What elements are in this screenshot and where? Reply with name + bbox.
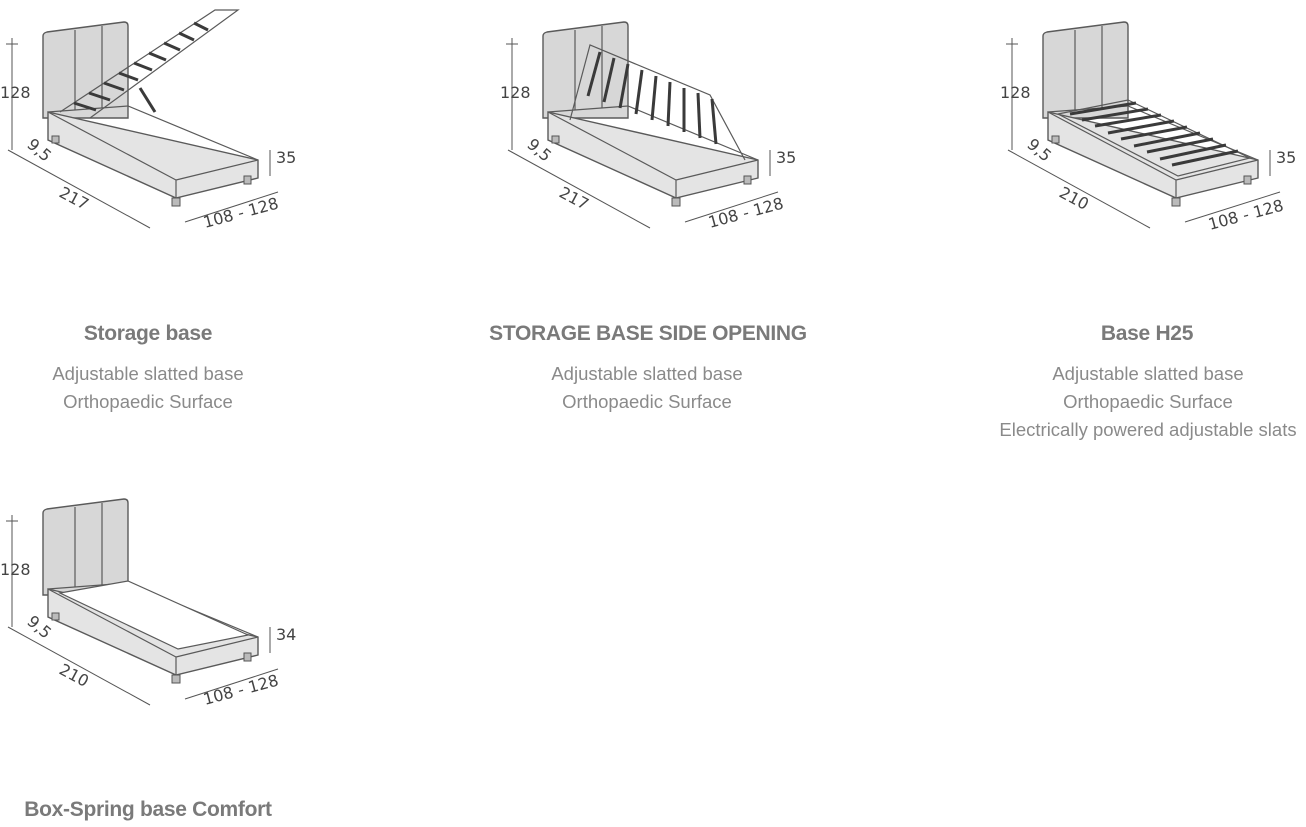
width-dimension: 108 - 128 (706, 194, 785, 232)
base-height-dimension: 35 (276, 148, 296, 167)
product-title: Storage base (83, 322, 213, 345)
product-title: Box-Spring base Comfort (24, 798, 272, 821)
height-dimension: 128 (500, 83, 531, 102)
width-dimension: 108 - 128 (201, 194, 280, 232)
base-height-dimension: 35 (776, 148, 796, 167)
feature-line: Orthopaedic Surface (63, 391, 233, 412)
product-title: STORAGE BASE SIDE OPENING (489, 322, 807, 345)
product-title: Base H25 (1100, 322, 1194, 345)
feature-line: Electrically powered adjustable slats (999, 419, 1297, 440)
width-dimension: 108 - 128 (201, 671, 280, 709)
bed-drawing: 128 9,5 217 35 108 - 128 (500, 0, 800, 240)
bed-drawing: 128 9,5 217 35 108 - 128 (0, 0, 300, 240)
base-height-dimension: 35 (1276, 148, 1296, 167)
bed-drawing: 128 9,5 210 34 108 - 128 (0, 477, 300, 717)
feature-line: Adjustable slatted base (52, 363, 244, 384)
width-dimension: 108 - 128 (1206, 196, 1285, 234)
height-dimension: 128 (0, 560, 31, 579)
length-dimension: 210 (1056, 183, 1092, 214)
length-dimension: 217 (556, 183, 592, 214)
length-dimension: 210 (56, 660, 92, 691)
feature-line: Adjustable slatted base (551, 363, 743, 384)
bed-drawing: 128 9,5 210 35 108 - 128 (1000, 0, 1300, 240)
feature-line: Adjustable slatted base (1052, 363, 1244, 384)
length-dimension: 217 (56, 183, 92, 214)
base-height-dimension: 34 (276, 625, 296, 644)
feature-line: Orthopaedic Surface (1063, 391, 1233, 412)
height-dimension: 128 (1000, 83, 1031, 102)
feature-line: Orthopaedic Surface (562, 391, 732, 412)
height-dimension: 128 (0, 83, 31, 102)
